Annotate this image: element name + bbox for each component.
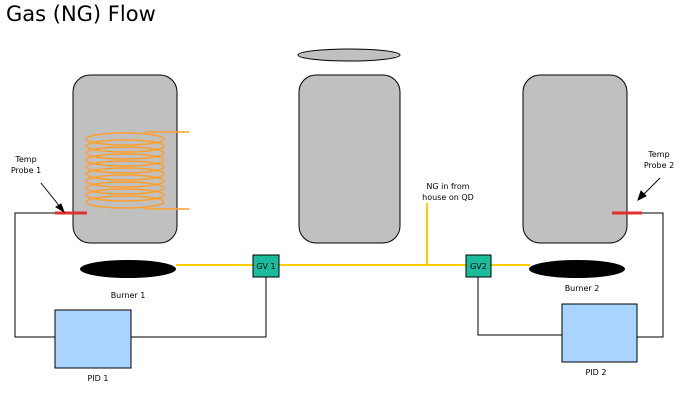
- wire-probe2-pid2: [632, 212, 664, 338]
- wire-probe1-pid1: [14, 212, 62, 338]
- arrow-probe-2: [637, 177, 661, 201]
- diagram-title: Gas (NG) Flow: [6, 2, 156, 26]
- label-burner-1: Burner 1: [110, 291, 146, 300]
- vessel-middle-lid: [297, 48, 401, 62]
- label-temp-probe-2: Temp Probe 2: [643, 150, 675, 170]
- label-burner-2: Burner 2: [564, 284, 600, 293]
- wire-gv2-pid2: [477, 277, 562, 336]
- gas-valve-1: [252, 254, 280, 278]
- wire-pid1-gv1: [131, 277, 267, 338]
- label-gv2: GV2: [470, 262, 487, 271]
- pid-controller-1: [54, 309, 132, 369]
- label-gv1: GV 1: [256, 262, 276, 271]
- pid-controller-2: [561, 303, 638, 363]
- label-pid1: PID 1: [87, 374, 109, 383]
- gas-valve-2: [465, 254, 492, 278]
- burner-1: [80, 260, 176, 278]
- vessel-right: [522, 74, 628, 244]
- arrow-probe-1: [40, 182, 65, 214]
- heating-coil: [85, 131, 189, 210]
- burner-2: [529, 260, 625, 278]
- label-pid2: PID 2: [585, 368, 607, 377]
- vessel-middle: [298, 74, 401, 244]
- label-temp-probe-1: Temp Probe 1: [10, 155, 42, 175]
- label-ng-inlet: NG in from house on QD: [422, 182, 474, 202]
